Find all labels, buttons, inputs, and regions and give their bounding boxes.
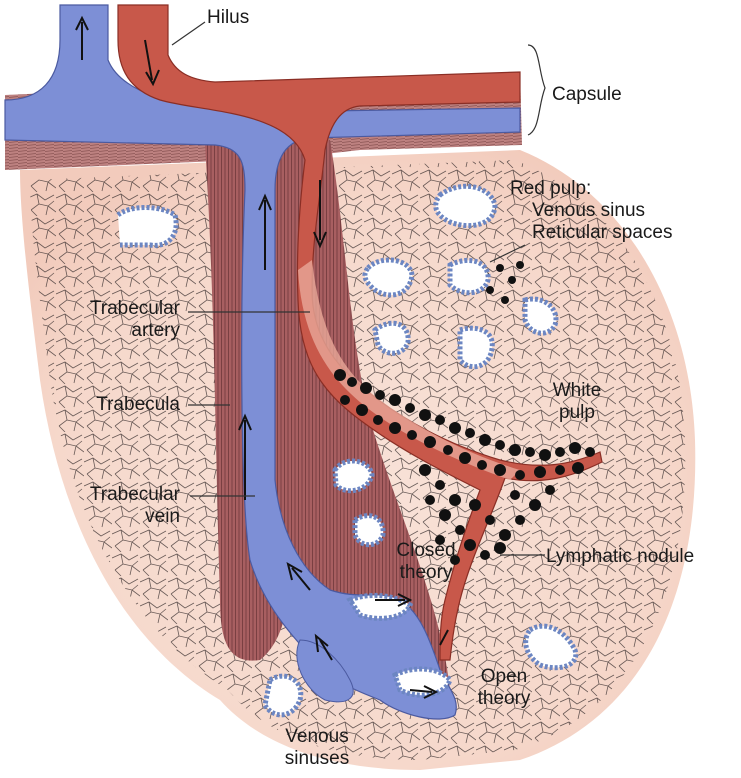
label-open-theory-line-2: theory — [466, 688, 542, 710]
label-white-pulp: White pulp — [542, 380, 612, 424]
label-trabecular-vein-line-1: Trabecular — [62, 484, 180, 506]
label-venous-sinuses-line-1: Venous — [272, 726, 362, 748]
label-trabecular-artery-line-2: artery — [62, 320, 180, 342]
label-lymphatic-nodule: Lymphatic nodule — [546, 546, 694, 568]
label-trabecular-vein-line-2: vein — [62, 506, 180, 528]
label-red-pulp: Red pulp: Venous sinus Reticular spaces — [510, 178, 672, 244]
label-closed-theory-line-1: Closed — [386, 540, 466, 562]
label-closed-theory-line-2: theory — [386, 562, 466, 584]
label-trabecular-artery: Trabecular artery — [62, 298, 180, 342]
label-red-pulp-line-2: Venous sinus — [510, 200, 672, 222]
label-open-theory: Open theory — [466, 666, 542, 710]
label-venous-sinuses-line-2: sinuses — [272, 748, 362, 770]
label-red-pulp-line-3: Reticular spaces — [510, 222, 672, 244]
label-venous-sinuses: Venous sinuses — [272, 726, 362, 770]
label-red-pulp-line-1: Red pulp: — [510, 178, 672, 200]
label-open-theory-line-1: Open — [466, 666, 542, 688]
label-hilus: Hilus — [207, 7, 249, 29]
label-white-pulp-line-1: White — [542, 380, 612, 402]
label-capsule: Capsule — [552, 84, 622, 106]
label-trabecular-artery-line-1: Trabecular — [62, 298, 180, 320]
label-trabecular-vein: Trabecular vein — [62, 484, 180, 528]
label-white-pulp-line-2: pulp — [542, 402, 612, 424]
label-closed-theory: Closed theory — [386, 540, 466, 584]
label-trabecula: Trabecula — [62, 394, 180, 416]
